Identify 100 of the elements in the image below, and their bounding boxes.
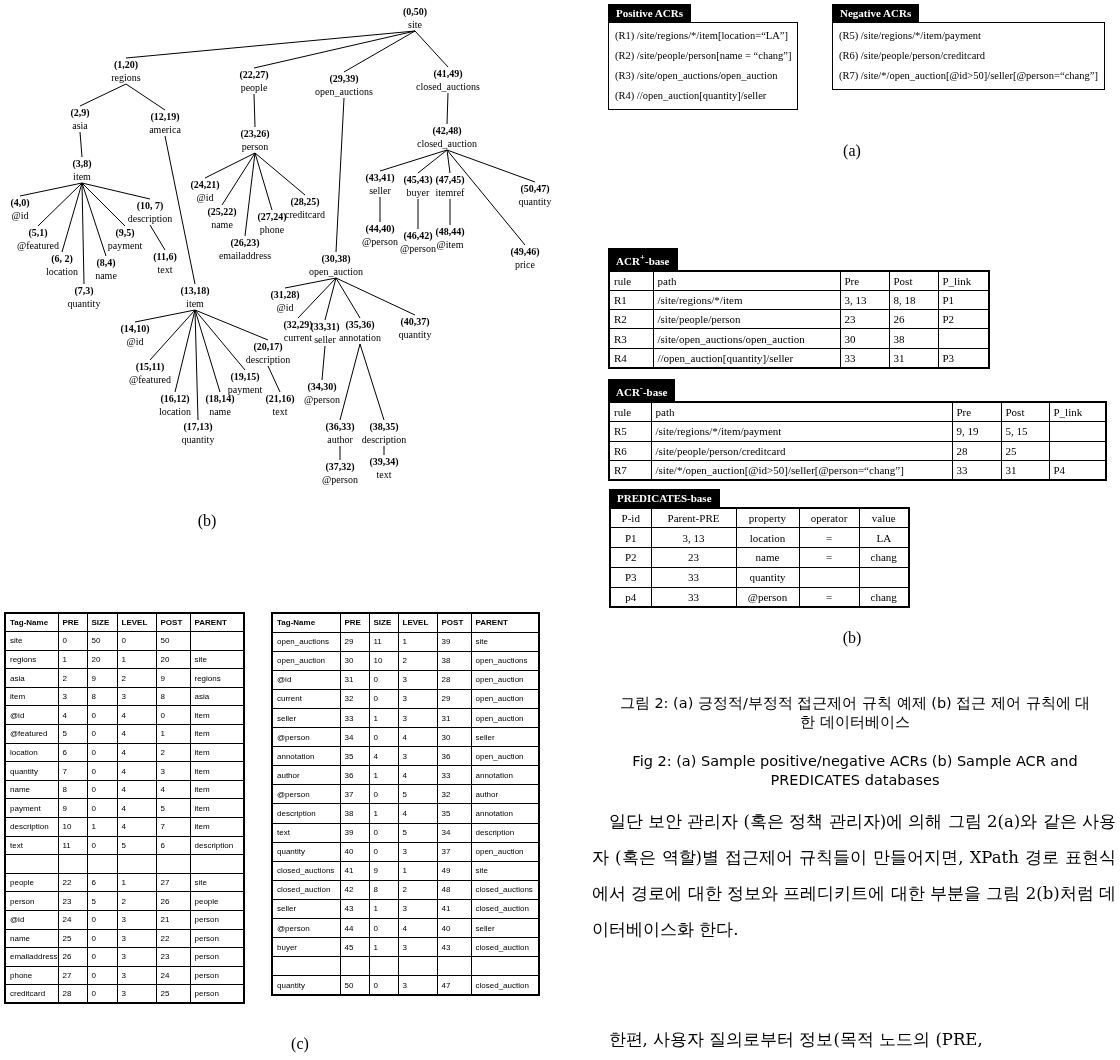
tree-edge [37,182,83,227]
element-name: @item [436,238,465,251]
table-cell: quantity [272,842,340,862]
table-cell: 4 [58,705,87,725]
element-name: text [156,263,174,276]
tree-edge [321,345,326,381]
table-cell: 10 [369,651,398,671]
number-pair: (45,43) [403,173,433,186]
table-cell: 48 [437,880,471,900]
number-pair: (29,39) [328,72,360,85]
table-cell: location [736,527,799,548]
body-paragraph: 일단 보안 관리자 (혹은 정책 관리자)에 의해 그림 2(a)와 같은 사용자 (혹은 역할)별 접근제어 규칙들이 만들어지면, XPath 경로 표현식에서 경로에 대한 정보와 프레디키트에 대한 부분을 그림 2(b)처럼 데이터베이스화 한다. [592,811,1116,941]
table-cell: phone [5,966,58,985]
column-header: property [736,508,799,528]
table-cell: 1 [369,899,398,919]
element-name: creditcard [285,208,325,220]
column-header: LEVEL [398,613,437,633]
element-name: phone [258,223,286,236]
tree-edge [284,277,337,289]
element-name: name [210,218,234,231]
tree-edge [339,445,341,461]
table-cell: 25 [58,929,87,948]
table-cell: open_auction [272,651,340,671]
table-cell: person [5,891,58,911]
table-cell: 33 [340,708,369,728]
table-cell: 1 [369,708,398,728]
table-cell: 0 [87,966,117,985]
table-cell: 22 [58,873,87,892]
table-cell: 4 [369,746,398,766]
table-cell: 39 [437,632,471,652]
number-pair: (17,13) [182,420,214,433]
table-cell: 6 [87,873,117,892]
number-pair: (36,33) [325,420,355,433]
table-cell: 0 [87,761,117,781]
figure-caption: Fig 2: (a) Sample positive/negative ACRs (b) Sample ACR and PREDICATES databases [631,752,1079,790]
table-cell: asia [5,668,58,688]
element-name: buyer [405,186,431,199]
element-name: seller [368,184,392,197]
table-cell: R5 [609,421,651,442]
table-cell: P1 [610,527,651,548]
table-cell: 0 [87,929,117,948]
table-cell: @person [272,784,340,804]
table-title: ACR$^{+}$-base [608,248,678,270]
tree-edge [81,182,107,257]
table-cell: 40 [437,918,471,938]
table-cell: 8 [369,880,398,900]
table-cell: 28 [952,441,1001,461]
table-cell: open_auctions [272,632,340,652]
table-cell: 0 [87,780,117,799]
table-cell: 31 [437,708,471,728]
tree-edge [446,149,536,183]
tree-edge [194,309,221,393]
number-pair: (39,34) [369,455,399,468]
panel-title: Positive ACRs [608,4,691,22]
element-name: @id [125,335,145,348]
table-cell: 38 [340,803,369,824]
rule-text: (R4) //open_auction[quantity]/seller [615,89,768,103]
element-name: annotation [338,332,382,344]
element-name: closed_auction [417,137,477,150]
table-cell: P3 [610,567,651,588]
element-name: text [375,468,393,481]
column-header: LEVEL [117,613,156,632]
table-cell: 0 [369,689,398,709]
table-cell: 0 [369,918,398,938]
table-cell: 50 [156,631,190,651]
table-cell: 1 [369,765,398,785]
column-header: POST [437,613,471,633]
tree-edge [449,198,451,226]
table-cell: 50 [87,631,117,651]
table-cell: 40 [340,842,369,862]
tree-edge [244,152,256,237]
table-cell: 7 [156,817,190,837]
table-cell: item [5,687,58,706]
table-cell: /site/people/person [653,309,840,329]
number-pair: (47,45) [435,173,465,186]
number-pair: (2,9) [70,106,90,119]
number-pair: (6, 2) [50,252,74,265]
table-cell: name [5,780,58,799]
table-cell: 3 [398,842,437,862]
panel-label: (b) [841,628,863,648]
table-cell: 5 [398,784,437,804]
tree-edge [164,135,196,285]
table-cell: 6 [156,836,190,855]
number-pair: (42,48) [431,124,463,137]
element-name: @person [400,242,436,255]
number-pair: (11,6) [153,250,177,263]
table-cell: 0 [117,631,156,651]
panel-label: (c) [290,1034,310,1054]
table-cell: 26 [58,947,87,967]
table-cell: 28 [437,670,471,690]
table-cell: 9, 19 [952,421,1001,442]
table-cell: /site/regions/*/item [653,290,840,310]
number-pair: (1,20) [112,58,140,71]
table-cell: 9 [58,798,87,818]
table-cell: emailaddress [5,947,58,967]
table-cell: 8 [156,687,190,706]
table-title: PREDICATES-base [609,489,720,507]
table-cell: 26 [156,891,190,911]
tree-edge [254,152,273,211]
number-pair: (50,47) [519,182,551,195]
